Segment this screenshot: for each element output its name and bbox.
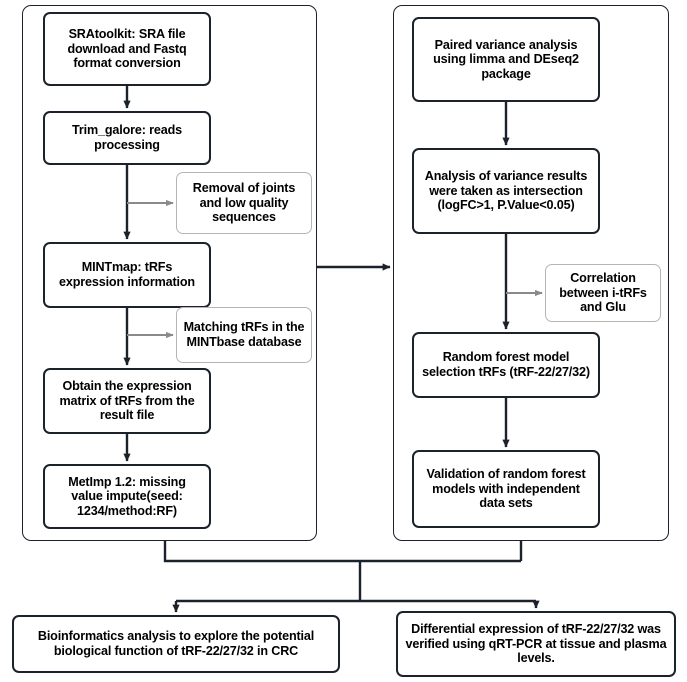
node-differential-expression-label: Differential expression of tRF-22/27/32 …	[405, 622, 667, 666]
node-removal-joints-label: Removal of joints and low quality sequen…	[192, 181, 296, 225]
node-random-forest: Random forest model selection tRFs (tRF-…	[412, 332, 600, 398]
node-mintmap-label: MINTmap: tRFs expression information	[59, 260, 195, 289]
node-correlation-itrfs-glu-label: Correlation between i-tRFs and Glu	[559, 271, 647, 315]
node-validation: Validation of random forest models with …	[412, 450, 600, 528]
right-panel	[393, 5, 669, 541]
node-removal-joints: Removal of joints and low quality sequen…	[176, 172, 312, 234]
node-correlation-itrfs-glu: Correlation between i-tRFs and Glu	[545, 264, 661, 322]
node-paired-variance: Paired variance analysis using limma and…	[412, 17, 600, 102]
node-mintmap: MINTmap: tRFs expression information	[43, 242, 211, 308]
node-bioinformatics-analysis-label: Bioinformatics analysis to explore the p…	[37, 629, 315, 658]
node-validation-label: Validation of random forest models with …	[426, 467, 586, 511]
node-obtain-matrix: Obtain the expression matrix of tRFs fro…	[43, 368, 211, 434]
node-obtain-matrix-label: Obtain the expression matrix of tRFs fro…	[59, 379, 195, 423]
node-bioinformatics-analysis: Bioinformatics analysis to explore the p…	[12, 615, 340, 673]
node-analysis-variance-label: Analysis of variance results were taken …	[424, 169, 588, 213]
node-metimp: MetImp 1.2: missing value impute(seed: 1…	[43, 464, 211, 529]
node-sratoolkit: SRAtoolkit: SRA file download and Fastq …	[43, 12, 211, 86]
node-matching-trfs: Matching tRFs in the MINTbase database	[176, 307, 312, 363]
node-differential-expression: Differential expression of tRF-22/27/32 …	[396, 611, 676, 677]
node-analysis-variance: Analysis of variance results were taken …	[412, 148, 600, 234]
node-random-forest-label: Random forest model selection tRFs (tRF-…	[422, 350, 590, 379]
node-trim-galore: Trim_galore: reads processing	[43, 111, 211, 165]
node-sratoolkit-label: SRAtoolkit: SRA file download and Fastq …	[67, 27, 187, 71]
node-trim-galore-label: Trim_galore: reads processing	[72, 123, 182, 152]
node-metimp-label: MetImp 1.2: missing value impute(seed: 1…	[68, 474, 186, 518]
node-matching-trfs-label: Matching tRFs in the MINTbase database	[183, 320, 305, 349]
left-panel	[22, 5, 317, 541]
node-paired-variance-label: Paired variance analysis using limma and…	[433, 37, 579, 81]
merge-left-panel-stem	[163, 541, 521, 563]
